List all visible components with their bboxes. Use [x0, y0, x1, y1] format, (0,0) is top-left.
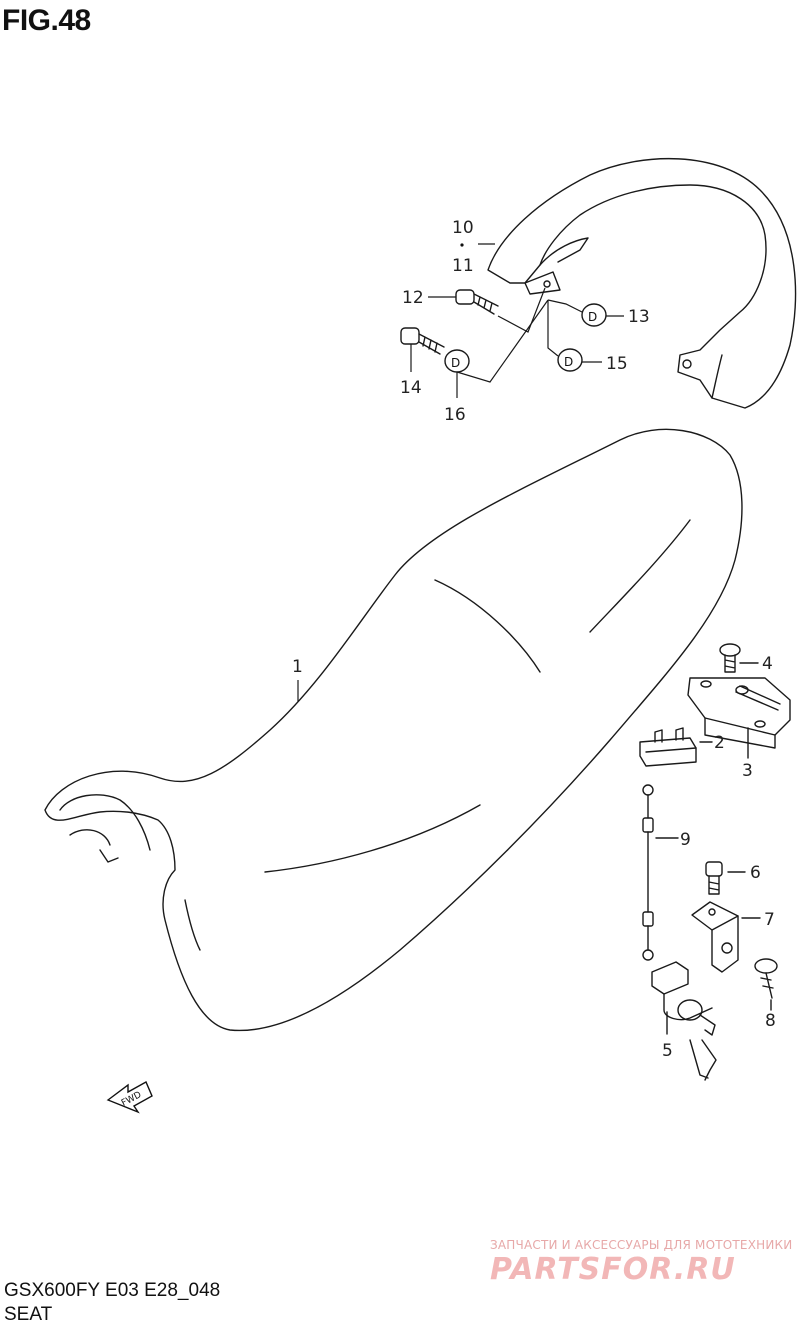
callout-16: 16 [444, 405, 466, 425]
callout-14: 14 [400, 378, 422, 398]
bolt-6 [705, 861, 746, 895]
figure-title: FIG.48 [2, 4, 91, 37]
svg-text:D: D [588, 310, 597, 324]
watermark-brand: PARTSFOR.RU [490, 1252, 736, 1287]
callout-13: 13 [628, 307, 650, 327]
watermark-tagline: ЗАПЧАСТИ И АКСЕССУАРЫ ДЛЯ МОТОТЕХНИКИ [490, 1238, 793, 1252]
callout-2: 2 [714, 733, 725, 753]
svg-text:D: D [451, 356, 460, 370]
washer-13: D [581, 303, 607, 327]
top-leader-lines [410, 243, 624, 398]
callout-1: 1 [292, 657, 303, 677]
callout-8: 8 [765, 1011, 776, 1031]
callout-dot [460, 243, 464, 247]
callout-labels: 1 2 3 4 5 6 7 8 9 10 11 12 13 14 15 16 [292, 218, 776, 1061]
callout-11: 11 [452, 256, 474, 276]
cable-9 [642, 784, 679, 961]
section-name: SEAT [4, 1304, 53, 1325]
bolt-12 [455, 289, 499, 315]
callout-12: 12 [402, 288, 424, 308]
callout-5: 5 [662, 1041, 673, 1061]
hinge-bracket-3 [687, 677, 791, 759]
callout-15: 15 [606, 354, 628, 374]
callout-6: 6 [750, 863, 761, 883]
svg-text:D: D [564, 355, 573, 369]
callout-3: 3 [742, 761, 753, 781]
washer-16: D [444, 349, 470, 373]
bracket-7 [691, 901, 761, 973]
washer-15: D [557, 348, 583, 372]
callout-9: 9 [680, 830, 691, 850]
fwd-arrow-icon: FWD [106, 1081, 153, 1114]
callout-7: 7 [764, 910, 775, 930]
cushion-2 [639, 727, 713, 767]
screw-4 [719, 643, 759, 673]
seat-lock-5 [651, 961, 717, 1081]
seat [44, 428, 743, 1032]
grab-rail [487, 157, 797, 409]
screw-8 [754, 958, 778, 1011]
model-code: GSX600FY E03 E28_048 [4, 1280, 221, 1301]
callout-10: 10 [452, 218, 474, 238]
bolt-14 [400, 327, 445, 355]
callout-4: 4 [762, 654, 773, 674]
